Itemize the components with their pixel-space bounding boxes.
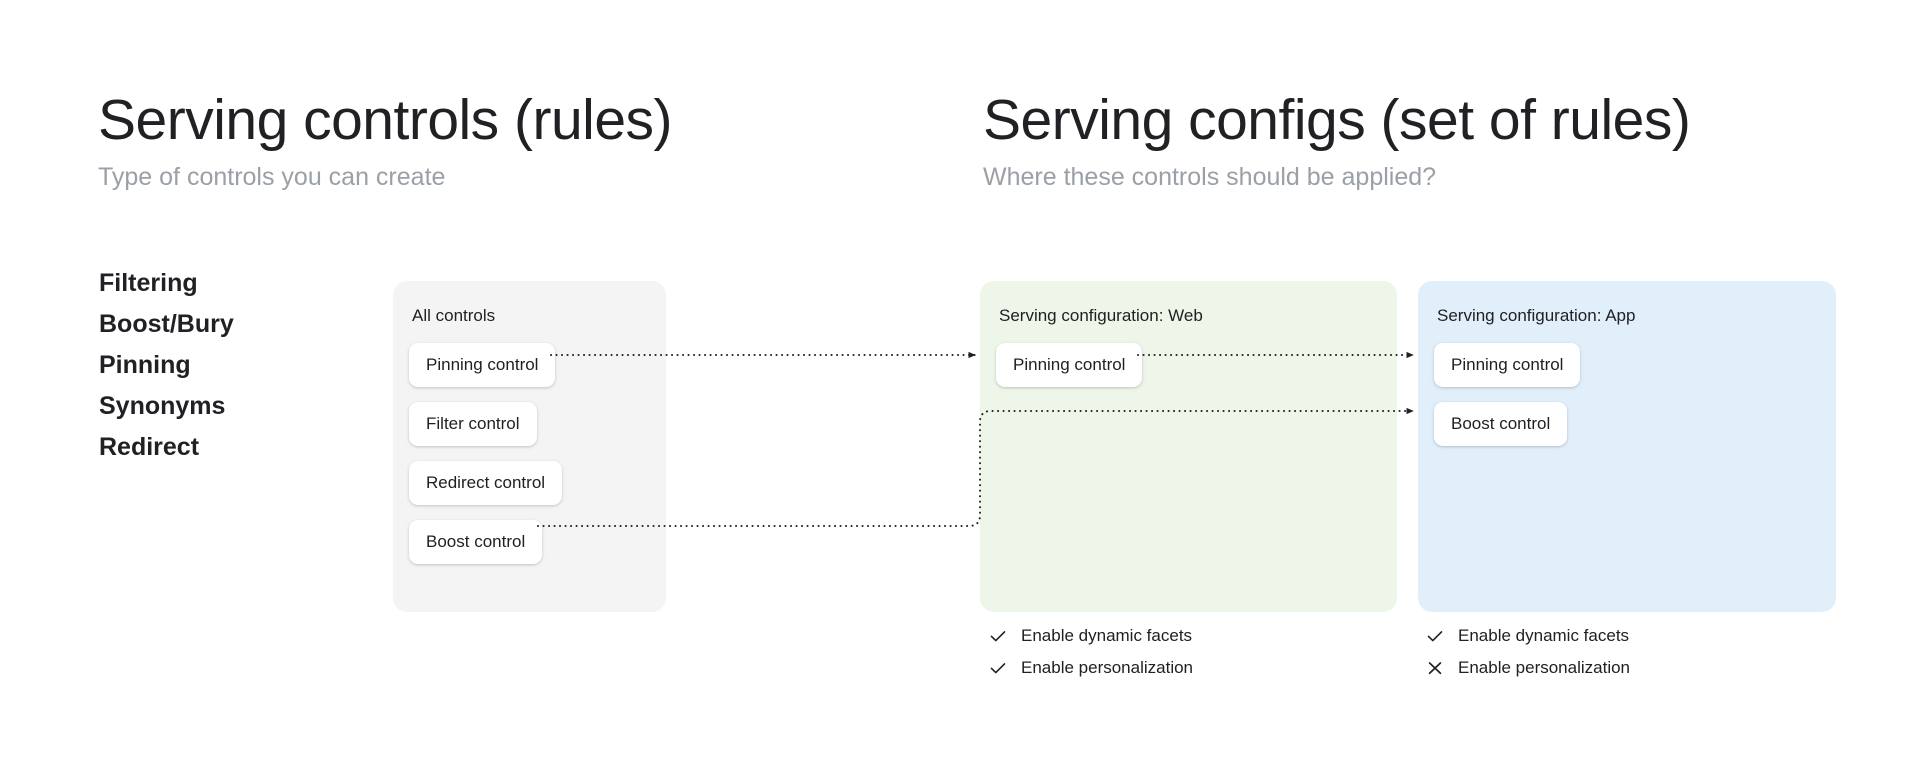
chip-all-boost-control[interactable]: Boost control [409, 520, 543, 564]
chip-all-redirect-control[interactable]: Redirect control [409, 461, 563, 505]
option-web-personalization-label: Enable personalization [1021, 658, 1194, 677]
chip-app-pinning-control[interactable]: Pinning control [1434, 343, 1581, 387]
control-type-synonyms: Synonyms [99, 392, 226, 420]
option-web-dynamic-facets[interactable]: Enable dynamic facets [988, 625, 1193, 647]
option-web-personalization[interactable]: Enable personalization [988, 657, 1193, 679]
config-app-chip-list: Pinning control Boost control [1418, 343, 1836, 446]
check-icon [990, 663, 1006, 674]
control-type-boost-bury: Boost/Bury [99, 310, 234, 338]
control-type-redirect: Redirect [99, 433, 200, 461]
panel-all-controls-title: All controls [412, 306, 496, 325]
chip-web-pinning-control[interactable]: Pinning control [996, 343, 1143, 387]
check-icon [1427, 631, 1443, 642]
panel-config-app-title: Serving configuration: App [1437, 306, 1636, 325]
panel-all-controls: All controls Pinning control Filter cont… [393, 281, 666, 612]
control-type-filtering: Filtering [99, 269, 198, 297]
left-column-subtitle: Type of controls you can create [98, 163, 446, 191]
right-column-subtitle: Where these controls should be applied? [983, 163, 1437, 191]
panel-config-web-title: Serving configuration: Web [999, 306, 1203, 325]
left-column-title: Serving controls (rules) [98, 88, 673, 152]
panel-config-app: Serving configuration: App Pinning contr… [1418, 281, 1836, 612]
cross-icon [1428, 662, 1442, 675]
left-column-header: Serving controls (rules) Type of control… [98, 88, 673, 192]
control-type-pinning: Pinning [99, 351, 191, 379]
control-type-list: Filtering Boost/Bury Pinning Synonyms Re… [99, 268, 234, 463]
option-app-personalization-label: Enable personalization [1458, 658, 1631, 677]
option-app-dynamic-facets[interactable]: Enable dynamic facets [1425, 625, 1630, 647]
config-app-option-list: Enable dynamic facets Enable personaliza… [1425, 625, 1630, 679]
chip-all-filter-control[interactable]: Filter control [409, 402, 537, 446]
config-web-option-list: Enable dynamic facets Enable personaliza… [988, 625, 1193, 679]
right-column-title: Serving configs (set of rules) [983, 88, 1691, 152]
all-controls-chip-list: Pinning control Filter control Redirect … [393, 343, 666, 564]
chip-app-boost-control[interactable]: Boost control [1434, 402, 1568, 446]
check-icon [990, 631, 1006, 642]
option-app-personalization[interactable]: Enable personalization [1425, 657, 1630, 679]
option-app-dynamic-facets-label: Enable dynamic facets [1458, 626, 1630, 645]
right-column-header: Serving configs (set of rules) Where the… [983, 88, 1691, 192]
config-web-chip-list: Pinning control [980, 343, 1397, 387]
panel-config-web: Serving configuration: Web Pinning contr… [980, 281, 1397, 612]
chip-all-pinning-control[interactable]: Pinning control [409, 343, 556, 387]
option-web-dynamic-facets-label: Enable dynamic facets [1021, 626, 1193, 645]
